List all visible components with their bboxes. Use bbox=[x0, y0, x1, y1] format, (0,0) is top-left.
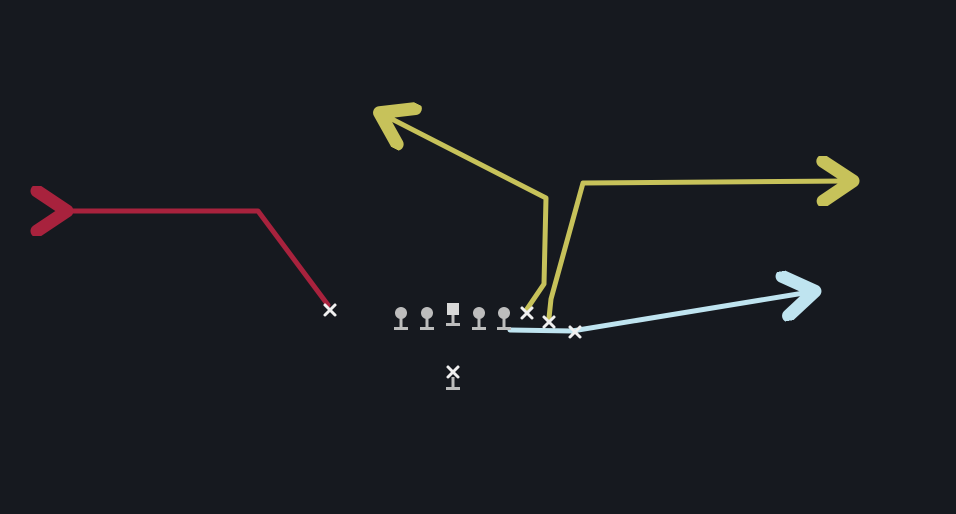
yellow-route-left bbox=[384, 115, 549, 312]
center-icon bbox=[446, 303, 460, 326]
left-guard-icon bbox=[420, 307, 434, 330]
receiver-x-mark-icon bbox=[520, 306, 534, 320]
quarterback-icon bbox=[446, 365, 460, 390]
right-tackle-icon bbox=[497, 307, 511, 330]
right-guard-icon bbox=[472, 307, 486, 330]
yellow-route-right bbox=[546, 181, 848, 321]
light-blue-route bbox=[507, 292, 810, 334]
receiver-x-mark-icon bbox=[568, 325, 582, 339]
left-tackle-icon bbox=[394, 307, 408, 330]
receiver-x-mark-icon bbox=[542, 315, 556, 329]
red-route bbox=[62, 211, 331, 308]
receiver-x-mark-icon bbox=[323, 303, 337, 317]
